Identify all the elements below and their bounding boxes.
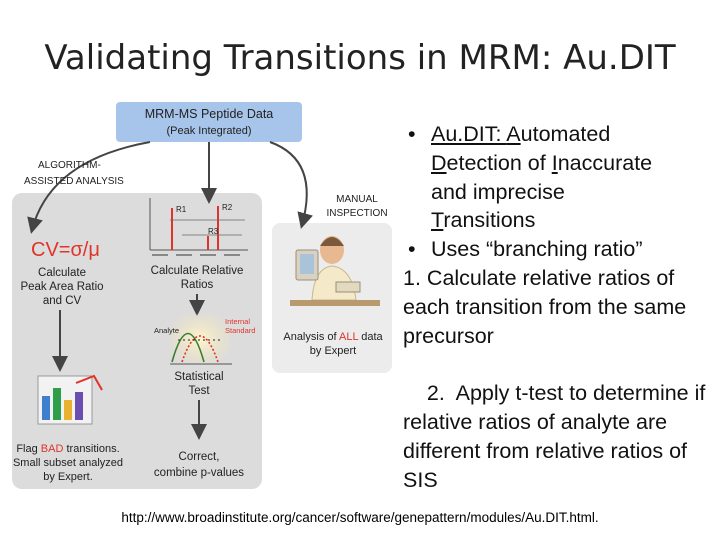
chart-graphic xyxy=(37,374,103,425)
bullet-list: • Au.DIT: Automated Detection of Inaccur… xyxy=(403,120,713,523)
r3-label: R3 xyxy=(208,227,219,236)
analysis-2: by Expert xyxy=(310,345,356,357)
algorithm-label-1: ALGORITHM- xyxy=(38,160,101,171)
bullet-branching: • Uses “branching ratio” xyxy=(403,235,713,264)
arrow-to-algorithm xyxy=(27,141,151,234)
peptide-data-box xyxy=(116,102,302,142)
workflow-diagram: MRM-MS Peptide Data (Peak Integrated) AL… xyxy=(12,102,392,489)
stat-test-1: Statistical xyxy=(174,371,223,383)
peptide-data-subtitle: (Peak Integrated) xyxy=(167,125,252,137)
correct-1: Correct, xyxy=(179,451,220,463)
bullet-audit-text: Au.DIT: Automated Detection of Inaccurat… xyxy=(431,122,653,233)
bullet-dot: • xyxy=(408,237,416,262)
slide-title: Validating Transitions in MRM: Au.DIT xyxy=(44,38,676,78)
flag-3: by Expert. xyxy=(43,471,93,483)
calc-rel-2: Ratios xyxy=(181,279,214,291)
manual-label-2: INSPECTION xyxy=(326,208,387,219)
analyte-label: Analyte xyxy=(154,326,179,335)
analysis-1: Analysis of ALL data xyxy=(283,331,383,343)
r2-label: R2 xyxy=(222,203,233,212)
r1-label: R1 xyxy=(176,205,187,214)
manual-label-1: MANUAL xyxy=(336,194,378,205)
flag-2: Small subset analyzed xyxy=(13,457,123,469)
expert-illustration xyxy=(290,236,380,306)
stat-test-2: Test xyxy=(188,385,210,397)
step-1-number: 1. xyxy=(403,265,421,290)
ratio-plot xyxy=(149,198,248,256)
calc-peak-3: and CV xyxy=(43,295,82,307)
step-2-text: Apply t-test to determine if relative ra… xyxy=(403,381,712,492)
step-2: 2. Apply t-test to determine if relative… xyxy=(403,350,713,523)
flag-1: Flag BAD transitions. xyxy=(16,443,119,455)
peptide-data-title: MRM-MS Peptide Data xyxy=(145,107,274,121)
step-1-text: Calculate relative ratios of each transi… xyxy=(403,265,687,348)
step-1: 1. Calculate relative ratios of each tra… xyxy=(403,264,713,350)
cv-formula: CV=σ/μ xyxy=(31,239,100,261)
calc-peak-1: Calculate xyxy=(38,267,86,279)
algorithm-label-2: ASSISTED ANALYSIS xyxy=(24,176,124,187)
internal-label-1: Internal xyxy=(225,317,250,326)
internal-label-2: Standard xyxy=(225,326,255,335)
step-2-number: 2. xyxy=(426,381,445,406)
calc-peak-2: Peak Area Ratio xyxy=(20,281,103,293)
bullet-audit: • Au.DIT: Automated Detection of Inaccur… xyxy=(403,120,713,235)
bullet-dot: • xyxy=(408,122,416,146)
footer-url[interactable]: http://www.broadinstitute.org/cancer/sof… xyxy=(121,510,599,525)
distribution-plot xyxy=(170,314,232,365)
correct-2: combine p-values xyxy=(154,467,244,479)
arrow-to-manual xyxy=(269,141,313,229)
bullet-branching-text: Uses “branching ratio” xyxy=(431,237,643,262)
calc-rel-1: Calculate Relative xyxy=(151,265,244,277)
